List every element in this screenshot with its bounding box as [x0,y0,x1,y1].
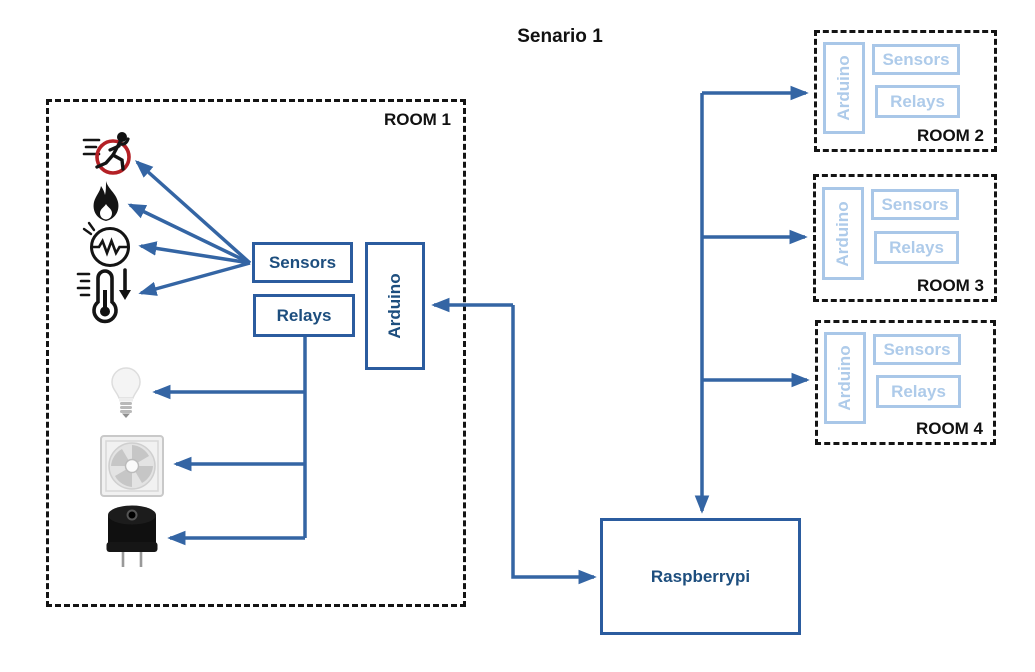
room4-arduino-box: Arduino [824,332,866,424]
room4-relays-label: Relays [891,381,946,401]
room3-sensors-box: Sensors [871,189,959,220]
room2-label: ROOM 2 [916,126,984,145]
room2-relays-label: Relays [890,91,945,111]
room3-arduino-label: Arduino [833,200,852,267]
room3-arduino-box: Arduino [822,187,864,280]
raspberrypi-box: Raspberrypi [600,518,801,635]
thermometer-icon [76,268,131,324]
room3-relays-label: Relays [889,237,944,257]
room2-sensors-box: Sensors [872,44,960,75]
room1-label: ROOM 1 [383,110,451,129]
room3-label: ROOM 3 [916,276,984,295]
room4-label: ROOM 4 [915,419,983,438]
room4-relays-box: Relays [876,375,961,408]
photoresistor-icon [82,221,130,267]
flame-sensor-icon [93,181,119,221]
room4-arduino-label: Arduino [835,345,854,411]
room1-arduino-label: Arduino [385,273,404,339]
room1-sensors-box: Sensors [252,242,353,283]
room1-relays-box: Relays [253,294,355,337]
room3-relays-box: Relays [874,231,959,264]
motion-sensor-icon [82,132,131,175]
buzzer-icon [106,505,158,567]
room2-arduino-box: Arduino [823,42,865,134]
room2-box: Arduino Sensors Relays ROOM 2 [814,30,997,152]
room2-sensors-label: Sensors [882,49,950,69]
room2-relays-box: Relays [875,85,960,118]
light-bulb-icon [111,367,141,418]
room4-box: Arduino Sensors Relays ROOM 4 [815,320,996,445]
room4-sensors-box: Sensors [873,334,961,365]
room1-relays-label: Relays [276,305,332,325]
room3-box: Arduino Sensors Relays ROOM 3 [813,174,997,302]
room1-arduino-box: Arduino [365,242,425,370]
fan-icon [100,435,164,497]
raspberrypi-label: Raspberrypi [650,566,751,586]
diagram-title: Senario 1 [517,26,603,47]
room4-sensors-label: Sensors [883,339,951,359]
room3-sensors-label: Sensors [881,194,949,214]
room2-arduino-label: Arduino [834,55,853,121]
room1-sensors-label: Sensors [268,252,337,272]
